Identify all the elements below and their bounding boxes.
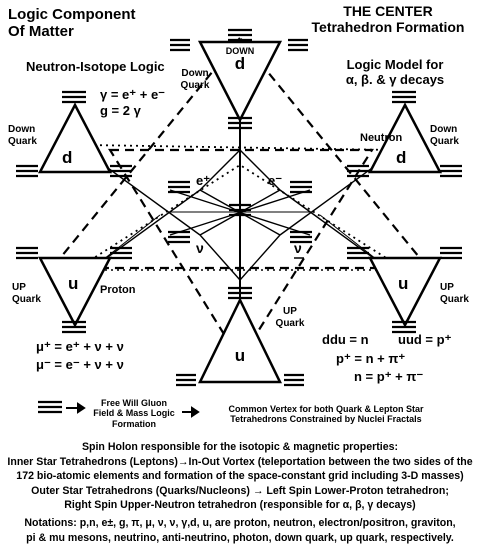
up-quark-left-line-2: Quark <box>12 293 41 305</box>
left-title-line-1: Logic Component <box>8 6 136 23</box>
e-plus-label: e⁺ <box>196 173 211 188</box>
proton-pion-equation: p⁺ = n + π⁺ <box>336 351 406 366</box>
inner-star-note-1: Inner Star Tetrahedrons (Leptons)→In-Out… <box>7 455 473 468</box>
inner-star-note-2: 172 bio-atomic elements and formation of… <box>16 470 464 483</box>
free-will-line-1: Free Will Gluon <box>101 398 167 408</box>
top-d-label: d <box>234 54 246 73</box>
left-title-line-2: Of Matter <box>8 23 74 41</box>
right-down-quark-triangle <box>367 102 443 174</box>
proton-label: Proton <box>100 284 136 296</box>
right-title-line-1: THE CENTER <box>343 3 433 19</box>
down-quark-center-line-2: Quark <box>180 79 210 91</box>
top-down-quark-triangle <box>197 40 283 123</box>
neutron-pion-equation: n = p⁺ + π⁻ <box>354 369 424 384</box>
nu-bar-label: ν <box>294 240 302 256</box>
outer-triangle-down <box>108 148 374 363</box>
bottom-u-label: u <box>234 346 246 365</box>
common-vertex-line-1: Common Vertex for both Quark & Lepton St… <box>228 404 424 414</box>
down-quark-left-label: Down Quark <box>8 124 37 147</box>
up-quark-right-line-2: Quark <box>440 293 469 305</box>
outer-star-note-1: Outer Star Tetrahedrons (Quarks/Nucleons… <box>31 484 449 497</box>
e-minus-label: e⁻ <box>268 173 283 188</box>
bottom-up-quark-triangle <box>197 297 283 384</box>
gluon-marks <box>16 28 462 414</box>
right-u-label: u <box>398 274 409 293</box>
left-title: Logic Component Of Matter <box>8 6 136 41</box>
up-quark-right-label: UP Quark <box>440 282 469 305</box>
common-vertex-label: Common Vertex for both Quark & Lepton St… <box>196 404 456 425</box>
spin-holon-note: Spin Holon responsible for the isotopic … <box>81 441 399 453</box>
free-will-gluon-label: Free Will Gluon Field & Mass Logic Forma… <box>84 398 184 429</box>
down-quark-center-line-1: Down <box>181 68 209 79</box>
nu-label: ν <box>196 240 204 256</box>
up-quark-left-line-1: UP <box>12 282 26 293</box>
ddu-equation: ddu = n <box>322 332 369 347</box>
notations-note-2: pi & mu mesons, neutrino, anti-neutrino,… <box>26 531 454 544</box>
neutron-isotope-logic-label: Neutron-Isotope Logic <box>26 59 165 74</box>
uud-equation: uud = p⁺ <box>398 332 452 347</box>
right-d-label: d <box>396 148 407 167</box>
down-quark-center-label: Down Quark <box>170 68 220 91</box>
left-u-label: u <box>68 274 79 293</box>
logic-model-label: Logic Model for α, β. & γ decays <box>325 57 465 88</box>
notes-block: Spin Holon responsible for the isotopic … <box>0 440 480 545</box>
left-d-label: d <box>62 148 73 167</box>
down-quark-right-label: Down Quark <box>430 124 459 147</box>
down-quark-left-line-1: Down <box>8 124 36 135</box>
right-title: THE CENTER Tetrahedron Formation <box>298 3 478 35</box>
free-will-line-2: Field & Mass Logic <box>93 408 175 419</box>
gamma-equation: γ = e⁺ + e⁻ <box>100 87 166 102</box>
left-up-quark-triangle <box>37 256 113 328</box>
mu-plus-equation: μ⁺ = e⁺ + ν + ν <box>36 339 124 354</box>
outer-star-note-2: Right Spin Upper-Neutron tetrahedron (re… <box>64 499 416 512</box>
down-quark-right-line-1: Down <box>430 124 458 135</box>
right-title-line-2: Tetrahedron Formation <box>311 19 465 36</box>
down-quark-left-line-2: Quark <box>8 135 37 147</box>
mu-minus-equation: μ⁻ = e⁻ + ν + ν <box>36 357 124 372</box>
proton-dotted-line <box>74 163 406 271</box>
notations-note-1: Notations: p,n, e±, g, π, μ, ν, ν, γ,d, … <box>24 517 456 530</box>
common-vertex-line-2: Tetrahedrons Constrained by Nuclei Fract… <box>230 414 422 425</box>
up-quark-right-line-1: UP <box>440 282 454 293</box>
left-down-quark-triangle <box>37 102 113 174</box>
up-quark-center-line-1: UP <box>283 306 297 317</box>
down-label: DOWN <box>225 46 255 56</box>
logic-model-line-2: α, β. & γ decays <box>345 71 445 87</box>
right-up-quark-triangle <box>367 256 443 328</box>
down-quark-right-line-2: Quark <box>430 135 459 147</box>
neutron-label: Neutron <box>360 132 403 144</box>
logic-model-line-1: Logic Model for <box>346 57 444 72</box>
up-quark-left-label: UP Quark <box>12 282 41 305</box>
neutron-dotted-line <box>87 144 396 151</box>
up-quark-center-label: UP Quark <box>268 306 312 329</box>
legend-arrows <box>66 402 200 418</box>
up-quark-center-line-2: Quark <box>275 317 305 329</box>
free-will-line-3: Formation <box>112 418 156 429</box>
graviton-equation: g = 2 γ <box>100 103 141 118</box>
